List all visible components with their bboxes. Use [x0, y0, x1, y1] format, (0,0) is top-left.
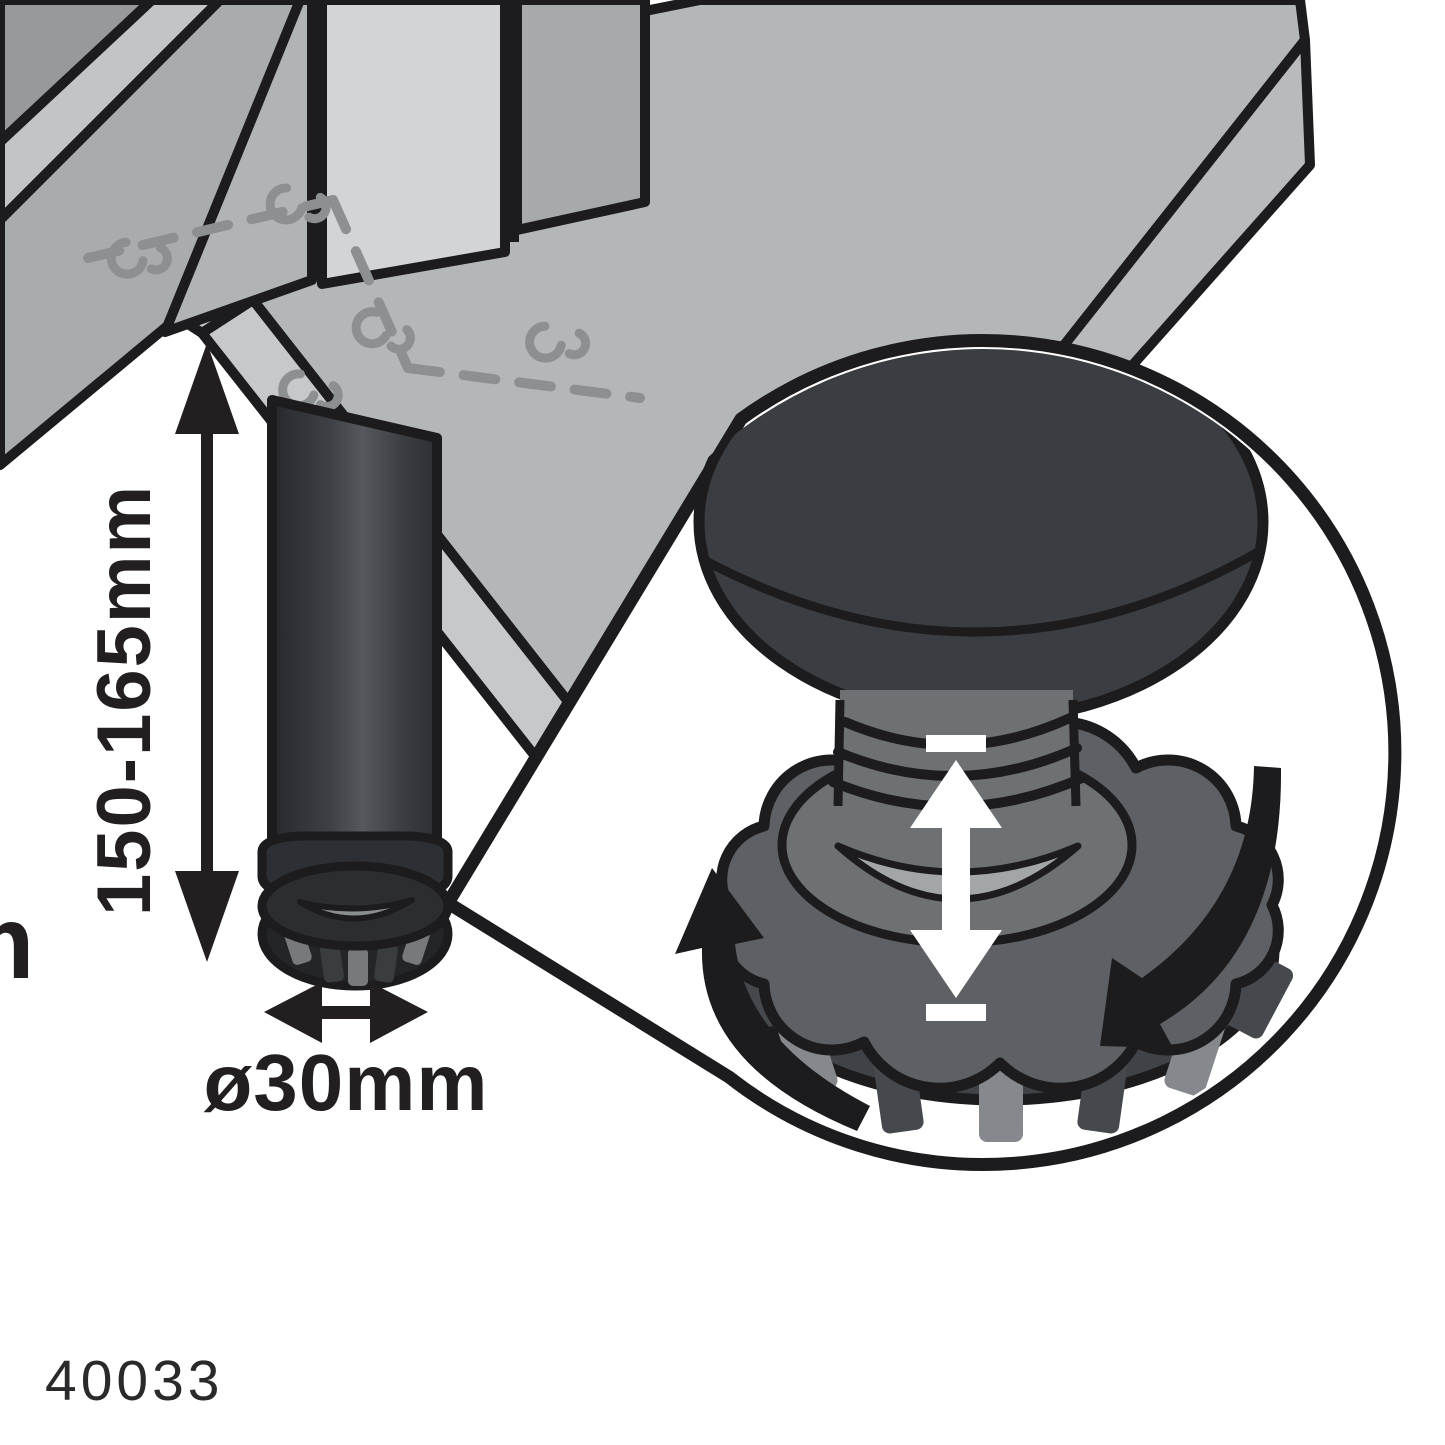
upper-panels — [0, 0, 650, 470]
magnified-leg-bottom-edge — [701, 548, 1261, 637]
dashed-line-left — [83, 195, 338, 263]
height-range-label: 150-165mm — [82, 484, 167, 916]
corner-post-front-face — [317, 0, 510, 289]
right-panel-face — [512, 0, 650, 235]
up-down-arrow-icon — [910, 735, 1002, 1021]
dashed-line-middle — [328, 195, 413, 373]
hidden-fastener-lines — [83, 195, 645, 403]
dimension-arrow-horizontal-icon — [264, 982, 428, 1043]
adjustable-foot-small — [257, 831, 453, 991]
dimension-arrow-vertical-icon — [175, 343, 239, 962]
partial-left-text: m — [0, 885, 34, 1001]
dashed-line-right — [403, 363, 645, 403]
corner-post-left-face — [160, 0, 317, 337]
rotate-ccw-arrow-icon — [675, 868, 870, 1131]
rotate-cw-arrow-icon — [1100, 766, 1282, 1048]
neck-right-edge — [1068, 699, 1081, 807]
leg-cylinder — [267, 395, 442, 895]
diameter-label: ø30mm — [203, 1038, 488, 1127]
part-number: 40033 — [45, 1349, 224, 1413]
table-leg — [267, 395, 442, 895]
magnified-detail — [675, 349, 1294, 1142]
foot-knob-recess — [297, 897, 415, 922]
neck-left-edge — [833, 699, 845, 807]
